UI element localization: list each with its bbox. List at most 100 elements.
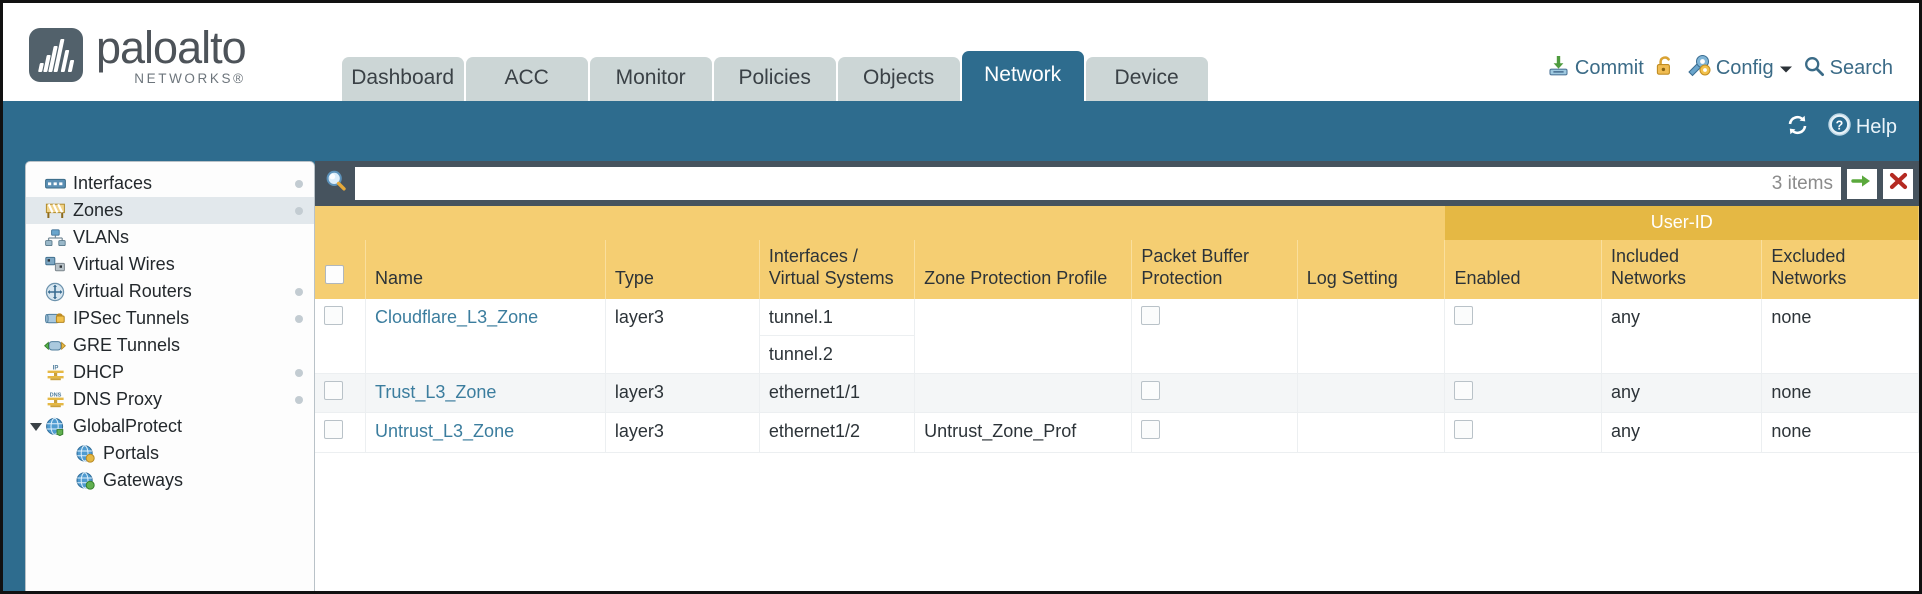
help-question-icon: ? <box>1827 112 1852 143</box>
sidebar-item-dns-proxy[interactable]: DNS DNS Proxy <box>26 386 314 413</box>
zone-name-link[interactable]: Trust_L3_Zone <box>375 381 497 402</box>
commit-label: Commit <box>1574 57 1644 79</box>
svg-text:IP: IP <box>52 365 58 371</box>
sidebar-item-label: Zones <box>73 200 124 220</box>
cell-userid-enabled <box>1444 298 1603 374</box>
cell-name: Cloudflare_L3_Zone <box>365 298 606 374</box>
table-row[interactable]: Trust_L3_Zone layer3 ethernet1/1 <box>315 373 1919 414</box>
sidebar-status-dot <box>295 314 303 323</box>
cell-included-networks: any <box>1601 298 1763 374</box>
sidebar-status-dot <box>295 368 303 377</box>
table-row[interactable]: Untrust_L3_Zone layer3 ethernet1/2 Untru… <box>315 412 1919 453</box>
table-row[interactable]: Cloudflare_L3_Zone layer3 tunnel.1 tunne… <box>315 298 1919 374</box>
brand-name: paloalto <box>96 21 247 73</box>
select-all-header <box>315 239 366 299</box>
sidebar-item-gre-tunnels[interactable]: GRE Tunnels <box>26 332 314 359</box>
column-header-included-networks[interactable]: Included Networks <box>1601 239 1763 299</box>
sidebar-item-vlans[interactable]: VLANs <box>26 224 314 251</box>
virtual-wires-icon <box>44 255 66 274</box>
green-arrow-icon <box>1851 171 1873 196</box>
packet-buffer-protection-checkbox[interactable] <box>1141 380 1161 400</box>
clear-filter-button[interactable] <box>1883 168 1913 199</box>
sidebar-item-label: IPSec Tunnels <box>73 308 190 328</box>
sidebar-item-label: GRE Tunnels <box>73 335 181 355</box>
sidebar-item-virtual-routers[interactable]: Virtual Routers <box>26 278 314 305</box>
magnifier-icon <box>1803 55 1825 83</box>
row-checkbox[interactable] <box>324 380 343 400</box>
tab-monitor[interactable]: Monitor <box>589 57 712 101</box>
sidebar-item-interfaces[interactable]: Interfaces <box>26 170 314 197</box>
row-checkbox[interactable] <box>324 305 343 325</box>
column-header-log-setting[interactable]: Log Setting <box>1297 239 1446 299</box>
unlock-icon[interactable] <box>1654 55 1676 83</box>
cell-included-networks: any <box>1601 412 1763 453</box>
zones-icon <box>44 201 66 220</box>
tab-objects[interactable]: Objects <box>837 57 960 101</box>
packet-buffer-protection-checkbox[interactable] <box>1141 420 1161 440</box>
row-select-cell <box>315 412 366 453</box>
expand-collapse-caret-icon[interactable] <box>30 422 42 431</box>
column-header-packet-buffer-protection[interactable]: Packet Buffer Protection <box>1131 239 1298 299</box>
gre-tunnels-icon <box>44 336 66 355</box>
sidebar-item-label: VLANs <box>73 227 130 247</box>
config-wrench-icon <box>1686 54 1711 83</box>
zones-content-panel: 3 items <box>315 161 1919 591</box>
sidebar-item-ipsec-tunnels[interactable]: IPSec Tunnels <box>26 305 314 332</box>
cell-packet-buffer-protection <box>1131 373 1298 414</box>
sidebar-item-label: DNS Proxy <box>73 389 163 409</box>
tab-acc[interactable]: ACC <box>465 57 588 101</box>
column-header-type[interactable]: Type <box>605 239 760 299</box>
svg-text:?: ? <box>1836 118 1844 132</box>
row-checkbox[interactable] <box>324 420 343 440</box>
cell-excluded-networks: none <box>1761 298 1919 374</box>
packet-buffer-protection-checkbox[interactable] <box>1141 305 1161 325</box>
network-sidebar: Interfaces Zones <box>25 161 315 591</box>
tab-device[interactable]: Device <box>1085 57 1208 101</box>
brand-logo[interactable]: paloalto NETWORKS® <box>3 21 247 102</box>
table-group-header-row: User-ID <box>315 206 1919 240</box>
column-header-name[interactable]: Name <box>365 239 606 299</box>
tab-network[interactable]: Network <box>961 51 1084 101</box>
column-header-enabled[interactable]: Enabled <box>1444 239 1603 299</box>
brand-tagline: NETWORKS® <box>134 70 246 86</box>
tab-dashboard[interactable]: Dashboard <box>341 57 464 101</box>
column-header-excluded-networks[interactable]: Excluded Networks <box>1761 239 1919 299</box>
select-all-checkbox[interactable] <box>325 264 344 284</box>
interface-entry: tunnel.2 <box>768 344 833 365</box>
sidebar-item-gateways[interactable]: Gateways <box>26 467 314 494</box>
main-navigation-tabs: Dashboard ACC Monitor Policies Objects N… <box>341 51 1208 101</box>
column-header-interfaces-virtual-systems[interactable]: Interfaces / Virtual Systems <box>759 239 916 299</box>
userid-enabled-checkbox[interactable] <box>1454 305 1474 325</box>
zone-name-link[interactable]: Untrust_L3_Zone <box>375 421 515 442</box>
apply-filter-button[interactable] <box>1847 168 1877 199</box>
help-button[interactable]: ? Help <box>1827 112 1897 143</box>
commit-button[interactable]: Commit <box>1547 54 1644 83</box>
search-field-wrapper[interactable]: 3 items <box>355 167 1841 200</box>
cell-excluded-networks: none <box>1761 373 1919 414</box>
globalprotect-icon <box>44 417 66 436</box>
row-select-cell <box>315 373 366 414</box>
secondary-toolbar: ? Help <box>3 101 1919 153</box>
table-header-row: Name Type Interfaces / Virtual Systems Z… <box>315 239 1919 299</box>
sidebar-item-label: DHCP <box>73 362 125 382</box>
sidebar-item-portals[interactable]: Portals <box>26 440 314 467</box>
vlans-icon <box>44 228 66 247</box>
column-header-zone-protection-profile[interactable]: Zone Protection Profile <box>914 239 1133 299</box>
sidebar-item-zones[interactable]: Zones <box>26 197 314 224</box>
config-menu[interactable]: Config <box>1686 54 1793 83</box>
search-magnifier-icon[interactable] <box>323 168 349 199</box>
userid-enabled-checkbox[interactable] <box>1454 420 1474 440</box>
search-button[interactable]: Search <box>1803 55 1893 83</box>
refresh-icon[interactable] <box>1784 113 1811 142</box>
zone-name-link[interactable]: Cloudflare_L3_Zone <box>375 306 539 327</box>
userid-enabled-checkbox[interactable] <box>1454 380 1474 400</box>
search-input[interactable] <box>363 173 1764 194</box>
sidebar-item-globalprotect[interactable]: GlobalProtect <box>26 413 314 440</box>
interface-entry: tunnel.1 <box>759 299 915 337</box>
app-body: Interfaces Zones <box>3 153 1919 591</box>
interfaces-icon <box>44 174 66 193</box>
sidebar-item-dhcp[interactable]: IP DHCP <box>26 359 314 386</box>
tab-policies[interactable]: Policies <box>713 57 836 101</box>
sidebar-item-virtual-wires[interactable]: Virtual Wires <box>26 251 314 278</box>
